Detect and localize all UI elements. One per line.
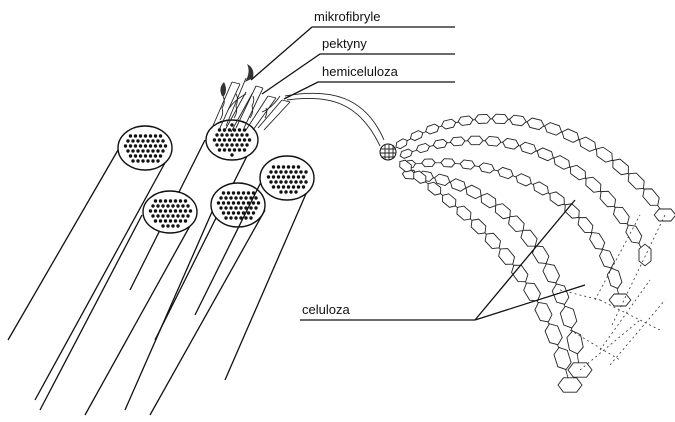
- glucose-unit: [643, 189, 659, 205]
- glucose-unit: [466, 185, 481, 198]
- glucose-unit: [510, 115, 527, 126]
- glucose-unit: [450, 137, 465, 146]
- label-cellulose: celuloza: [302, 302, 350, 317]
- label-hemicellulose: hemiceluloza: [322, 64, 399, 79]
- glucose-unit: [416, 143, 429, 152]
- glucose-unit: [520, 142, 536, 154]
- glucose-unit: [485, 136, 501, 146]
- glucose-unit: [426, 124, 439, 134]
- glucose-unit: [626, 225, 642, 243]
- glucose-unit: [499, 249, 515, 265]
- glucose-unit: [479, 163, 494, 173]
- glucose-unit: [562, 129, 579, 142]
- glucose-unit: [481, 193, 496, 207]
- label-microfibrils: mikrofibryle: [314, 9, 380, 24]
- glucose-unit: [498, 167, 513, 178]
- hemicellulose-strand: [285, 93, 396, 160]
- glucose-unit: [468, 136, 483, 145]
- glucose-unit: [400, 149, 412, 158]
- glucose-unit: [579, 137, 595, 151]
- glucose-unit: [396, 139, 407, 149]
- glucose-unit: [613, 159, 629, 175]
- glucose-unit: [554, 347, 571, 369]
- glucose-unit: [527, 118, 544, 130]
- glucose-unit: [485, 233, 500, 248]
- glucose-unit: [560, 306, 577, 328]
- glucose-unit: [503, 138, 519, 149]
- glucose-unit: [567, 331, 583, 354]
- glucose-unit: [460, 160, 475, 169]
- glucose-unit: [442, 119, 456, 129]
- cellulose-chain: [396, 114, 675, 221]
- label-pectins: pektyny: [322, 36, 367, 51]
- glucose-unit: [495, 204, 510, 219]
- glucose-unit: [628, 173, 644, 189]
- glucose-unit: [599, 249, 614, 268]
- glucose-unit: [607, 268, 622, 288]
- cellulose-chains: [396, 114, 675, 392]
- glucose-unit: [441, 159, 455, 167]
- glucose-unit: [457, 206, 471, 220]
- glucose-unit: [442, 194, 455, 208]
- glucose-unit: [509, 216, 525, 232]
- glucose-unit: [570, 165, 585, 179]
- glucose-unit: [410, 131, 422, 141]
- glucose-unit: [554, 156, 570, 170]
- glucose-unit: [565, 204, 579, 218]
- glucose-unit: [435, 174, 450, 185]
- glucose-unit: [600, 191, 616, 207]
- glucose-unit: [545, 123, 562, 136]
- glucose-unit: [535, 302, 552, 321]
- glucose-unit: [524, 283, 541, 301]
- glucose-unit: [471, 219, 486, 234]
- glucose-unit: [537, 148, 553, 161]
- glucose-unit: [433, 139, 447, 148]
- glucose-unit: [492, 114, 508, 123]
- glucose-unit: [422, 159, 436, 167]
- glucose-unit: [521, 230, 537, 246]
- glucose-unit: [533, 182, 548, 195]
- cellulose-chain: [400, 136, 651, 266]
- glucose-unit: [578, 218, 593, 233]
- glucose-unit: [613, 207, 629, 224]
- glucose-unit: [609, 294, 631, 306]
- fibre-bundles: [8, 120, 314, 415]
- glucose-unit: [596, 147, 612, 162]
- glucose-unit: [543, 264, 560, 283]
- glucose-unit: [516, 174, 531, 186]
- glucose-unit: [475, 114, 491, 123]
- leader-hemicellulose: [284, 82, 455, 99]
- glucose-unit: [458, 116, 473, 125]
- glucose-unit: [590, 233, 605, 250]
- glucose-unit: [586, 177, 601, 192]
- glucose-unit: [450, 179, 465, 192]
- glucose-unit: [550, 192, 564, 206]
- glucose-unit: [558, 378, 582, 392]
- glucose-unit: [545, 324, 562, 345]
